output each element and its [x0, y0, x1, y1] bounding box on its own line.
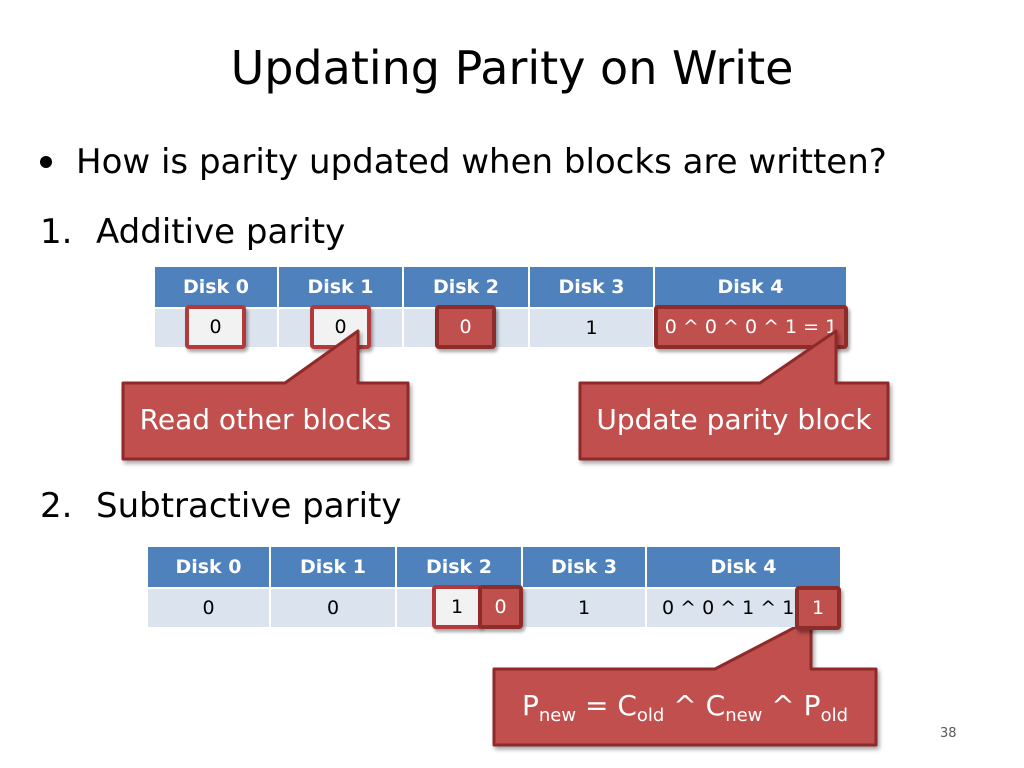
callout-update-parity-text: Update parity block: [596, 403, 872, 436]
table1-highlight-disk2: 0: [435, 305, 496, 349]
table1-header-disk3: Disk 3: [530, 267, 653, 307]
page-number: 38: [940, 726, 957, 741]
table1-highlight-disk4: 0 ^ 0 ^ 0 ^ 1 = 1: [654, 305, 848, 349]
callout-read-other-shape: [121, 329, 410, 461]
table1-header-disk2: Disk 2: [404, 267, 528, 307]
slide-title: Updating Parity on Write: [230, 41, 794, 95]
callout-read-other-text: Read other blocks: [139, 403, 392, 436]
callout-formula-shape: [492, 617, 878, 747]
table2-header-disk3: Disk 3: [523, 547, 645, 587]
item2-number: 2.: [40, 486, 73, 526]
item1-number: 1.: [40, 212, 73, 252]
table2-cell-disk1: 0: [271, 589, 395, 627]
table2-header-disk2: Disk 2: [397, 547, 521, 587]
bullet-text: How is parity updated when blocks are wr…: [76, 142, 887, 182]
table1-header-disk4: Disk 4: [655, 267, 846, 307]
table1-cell-disk3: 1: [530, 309, 653, 347]
bullet-dot: [40, 156, 52, 168]
table2-header-disk1: Disk 1: [271, 547, 395, 587]
table1-header-disk0: Disk 0: [155, 267, 277, 307]
callout-update-parity-shape: [578, 329, 890, 461]
table2-new-value-box: 0: [478, 585, 523, 629]
callout-formula-text: Pnew = Cold ^ Cnew ^ Pold: [521, 689, 849, 726]
table2-cell-disk0: 0: [148, 589, 269, 627]
table1-header-disk1: Disk 1: [279, 267, 402, 307]
table2-old-value-box: 1: [432, 585, 482, 629]
table1-highlight-disk0: 0: [185, 305, 246, 349]
table2-header-disk0: Disk 0: [148, 547, 269, 587]
table2-cell-disk3: 1: [523, 589, 645, 627]
table1-highlight-disk1: 0: [310, 305, 371, 349]
table2-header-disk4: Disk 4: [647, 547, 840, 587]
item1-label: Additive parity: [96, 212, 346, 252]
table2-new-parity-box: 1: [795, 586, 841, 630]
item2-label: Subtractive parity: [96, 486, 402, 526]
